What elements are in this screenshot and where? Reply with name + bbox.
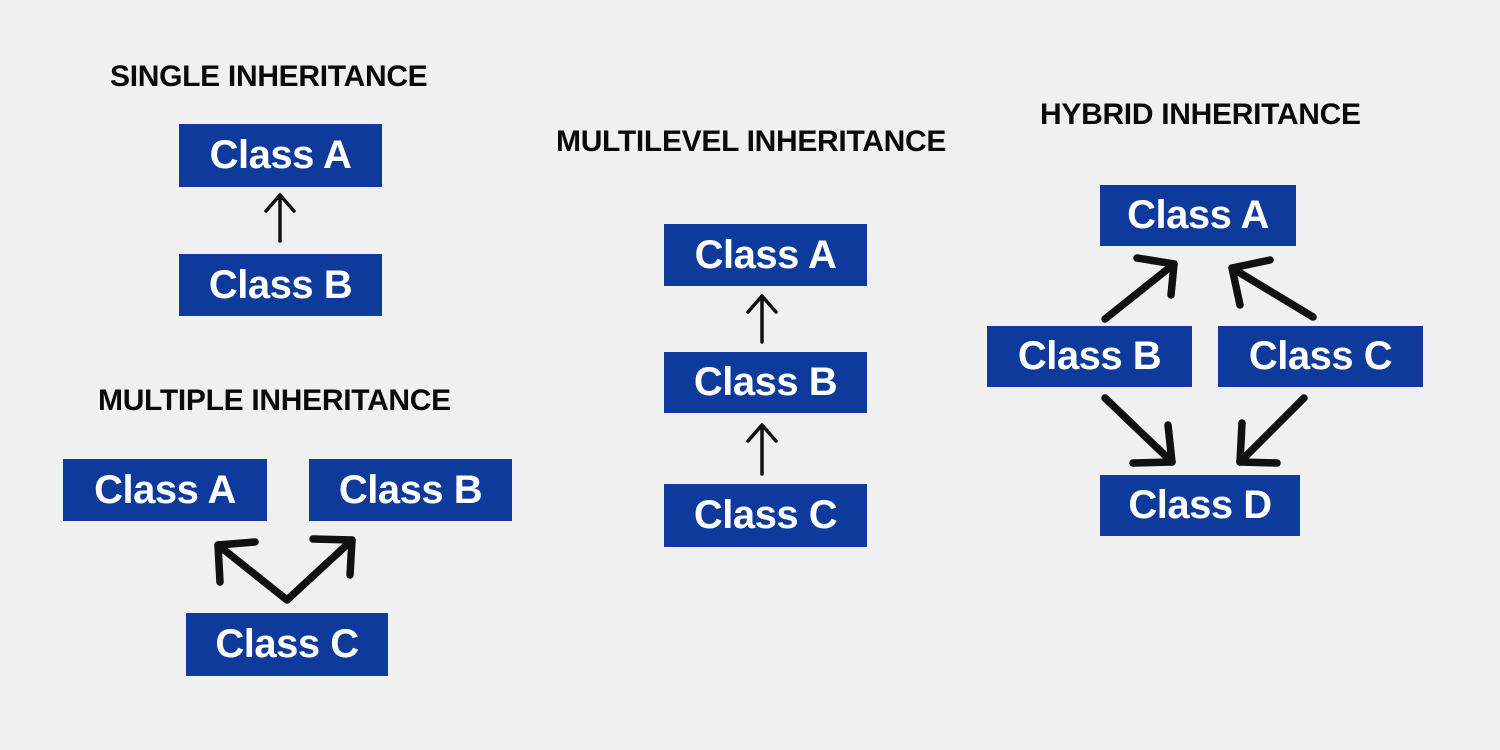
multiple-class-c-label: Class C (215, 622, 359, 666)
section-title-hybrid-inheritance: HYBRID INHERITANCE (1040, 98, 1361, 131)
arrow-split-up-both-icon (214, 535, 356, 604)
multiple-class-b-label: Class B (338, 467, 483, 512)
multilevel-class-a-box: Class A (664, 224, 867, 286)
single-class-b-box: Class B (179, 254, 382, 316)
hybrid-class-a-box: Class A (1100, 185, 1296, 246)
single-class-a-box: Class A (179, 124, 382, 187)
hybrid-class-c-label: Class C (1248, 334, 1393, 378)
arrow-up-right-icon (1101, 254, 1178, 323)
single-class-b-label: Class B (208, 262, 353, 307)
single-class-a-label: Class A (209, 133, 352, 177)
multilevel-class-b-label: Class B (693, 360, 838, 404)
arrow-down-right-icon (1101, 394, 1176, 467)
section-title-multilevel-inheritance: MULTILEVEL INHERITANCE (556, 125, 947, 158)
section-title-single-inheritance: SINGLE INHERITANCE (110, 60, 428, 93)
arrow-down-left-icon (1236, 394, 1308, 467)
hybrid-class-d-box: Class D (1100, 475, 1300, 536)
multilevel-class-a-label: Class A (694, 232, 837, 277)
multiple-class-c-box: Class C (186, 613, 388, 676)
arrow-up-left-icon (1228, 256, 1317, 321)
multilevel-class-c-label: Class C (693, 493, 838, 537)
multilevel-class-b-box: Class B (664, 352, 867, 413)
multiple-class-b-box: Class B (309, 459, 512, 521)
multilevel-class-c-box: Class C (664, 484, 867, 547)
hybrid-class-b-box: Class B (987, 326, 1192, 387)
section-title-multiple-inheritance: MULTIPLE INHERITANCE (98, 384, 451, 417)
hybrid-class-d-label: Class D (1128, 483, 1272, 527)
hybrid-class-c-box: Class C (1218, 326, 1423, 387)
hybrid-class-b-label: Class B (1017, 334, 1162, 378)
multiple-class-a-label: Class A (94, 467, 236, 512)
arrow-up-icon (264, 193, 296, 243)
arrow-up-icon (746, 423, 778, 476)
hybrid-class-a-label: Class A (1127, 193, 1269, 237)
multiple-class-a-box: Class A (63, 459, 267, 521)
arrow-up-icon (746, 294, 778, 344)
